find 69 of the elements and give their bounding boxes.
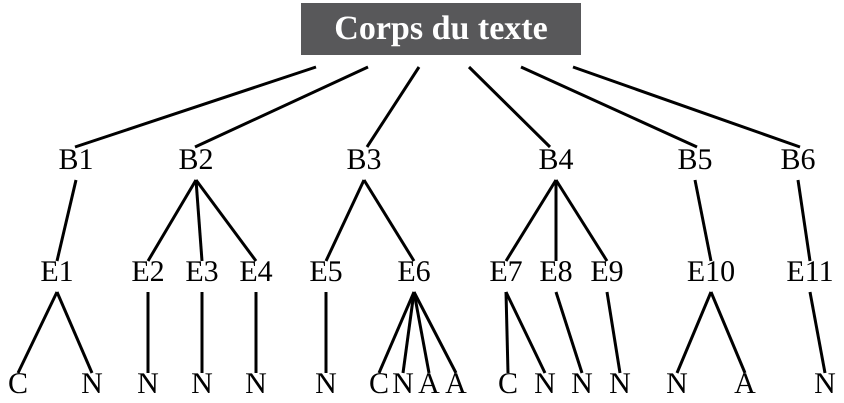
tree-node-label: E8	[539, 257, 573, 287]
tree-node-label: C	[8, 369, 28, 399]
tree-node-label: A	[418, 369, 440, 399]
tree-node-label: E6	[397, 257, 431, 287]
tree-branch-line	[56, 180, 78, 262]
tree-node-label: E5	[309, 257, 343, 287]
tree-node-label: N	[666, 369, 688, 399]
tree-node-label: N	[81, 369, 103, 399]
tree-branch-line	[366, 66, 420, 148]
tree-branch-line	[378, 291, 416, 374]
tree-branch-line	[694, 180, 712, 262]
tree-branch-line	[554, 180, 558, 261]
tree-branch-line	[324, 179, 366, 262]
tree-node-label: E10	[686, 257, 736, 287]
tree-node-label: E11	[786, 257, 834, 287]
tree-node-label: E3	[185, 257, 219, 287]
tree-branch-line	[808, 292, 826, 374]
tree-branch-line	[16, 291, 58, 374]
tree-branch-line	[676, 291, 712, 374]
tree-branch-line	[468, 66, 552, 148]
tree-branch-line	[362, 179, 416, 262]
tree-branch-line	[554, 179, 608, 262]
tree-node-label: B6	[780, 145, 816, 175]
tree-node-label: N	[191, 369, 213, 399]
tree-node-label: B2	[178, 145, 214, 175]
tree-node-label: N	[814, 369, 836, 399]
tree-branch-line	[710, 291, 746, 374]
tree-branch-line	[796, 180, 812, 262]
tree-branch-line	[504, 179, 558, 262]
tree-branch-line	[504, 292, 510, 374]
tree-node-label: C	[369, 369, 389, 399]
tree-branch-line	[146, 179, 198, 262]
tree-branch-line	[254, 292, 258, 373]
root-box: Corps du texte	[301, 3, 581, 55]
tree-branch-line	[146, 292, 150, 373]
tree-branch-line	[504, 291, 546, 374]
tree-node-label: B5	[678, 145, 712, 175]
tree-branch-line	[402, 292, 416, 374]
tree-branch-line	[194, 180, 204, 262]
tree-node-label: B3	[346, 145, 382, 175]
tree-node-label: E1	[40, 257, 74, 287]
tree-node-label: E4	[239, 257, 273, 287]
tree-branch-line	[194, 66, 369, 148]
tree-node-label: E2	[131, 257, 165, 287]
tree-branch-line	[56, 291, 94, 374]
tree-node-label: A	[734, 369, 756, 399]
tree-branch-line	[412, 292, 430, 374]
tree-branch-line	[74, 66, 316, 148]
tree-node-label: N	[571, 369, 593, 399]
tree-branch-line	[194, 179, 258, 262]
tree-node-label: E9	[590, 257, 624, 287]
tree-node-label: B1	[58, 145, 94, 175]
tree-node-label: N	[137, 369, 159, 399]
tree-node-label: N	[245, 369, 267, 399]
tree-branch-line	[200, 292, 204, 373]
tree-branch-line	[324, 292, 328, 373]
tree-node-label: E7	[489, 257, 523, 287]
tree-branch-line	[554, 292, 584, 374]
tree-node-label: B4	[538, 145, 574, 175]
tree-node-label: N	[392, 369, 414, 399]
tree-branch-line	[520, 66, 698, 148]
tree-node-label: N	[315, 369, 337, 399]
tree-node-label: N	[609, 369, 631, 399]
tree-branch-line	[412, 291, 458, 374]
tree-branch-line	[606, 292, 622, 374]
tree-branch-line	[572, 66, 800, 148]
tree-node-label: N	[534, 369, 556, 399]
tree-node-label: C	[498, 369, 518, 399]
tree-node-label: A	[445, 369, 467, 399]
